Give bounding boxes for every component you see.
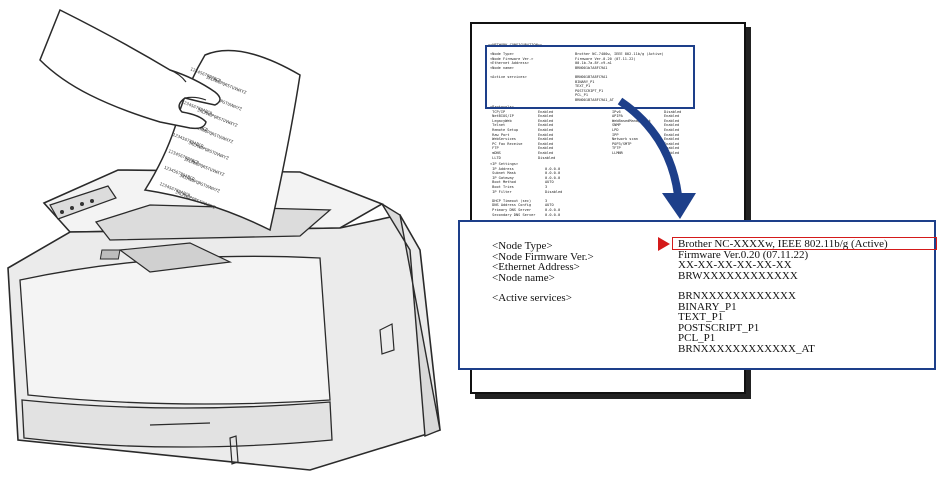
panel-led — [60, 210, 64, 214]
panel-led — [90, 199, 94, 203]
tray-handle — [100, 250, 120, 259]
arrow-shaft — [620, 101, 678, 195]
zoom-label-line: <Ethernet Address> — [492, 262, 594, 273]
zoom-labels: <Node Type><Node Firmware Ver.><Ethernet… — [492, 241, 594, 304]
zoom-label-line: <Node name> — [492, 273, 594, 284]
zoom-value-line: PCL_P1 — [678, 333, 888, 344]
panel-led — [70, 206, 74, 210]
panel-led — [80, 202, 84, 206]
zoom-arrow — [600, 95, 710, 230]
config-ip-values: 0.0.0.0 0.0.0.0 0.0.0.0 AUTO 3 Disabled … — [545, 162, 562, 217]
node-type-highlight — [672, 237, 937, 250]
config-ip-labels: <IP Settings> IP Address Subnet Mask IP … — [490, 162, 535, 217]
zoom-value-line: BRNXXXXXXXXXXXX_AT — [678, 344, 888, 355]
zoom-value-line: BRNXXXXXXXXXXXX — [678, 291, 888, 302]
config-protocols-status: Enabled Enabled Enabled Enabled Enabled … — [538, 105, 555, 160]
arrow-head — [662, 193, 696, 219]
zoom-label-line: <Active services> — [492, 293, 594, 304]
zoom-value-line: XX-XX-XX-XX-XX-XX — [678, 260, 888, 271]
printer-front-panel — [20, 256, 330, 404]
red-pointer-icon — [656, 236, 672, 252]
zoom-values: Brother NC-XXXXw, IEEE 802.11b/g (Active… — [678, 239, 888, 354]
config-protocols-labels: <Protocols> TCP/IP NetBIOS/IP LegacyWeb … — [490, 105, 522, 160]
zoom-value-line: BRWXXXXXXXXXXXX — [678, 271, 888, 282]
printer-illustration: 123456789ABCDJKLMNOPQRSTUVWXYZ123456789A… — [0, 0, 460, 480]
zoom-label-line: <Node Type> — [492, 241, 594, 252]
zoom-value-line: TEXT_P1 — [678, 312, 888, 323]
